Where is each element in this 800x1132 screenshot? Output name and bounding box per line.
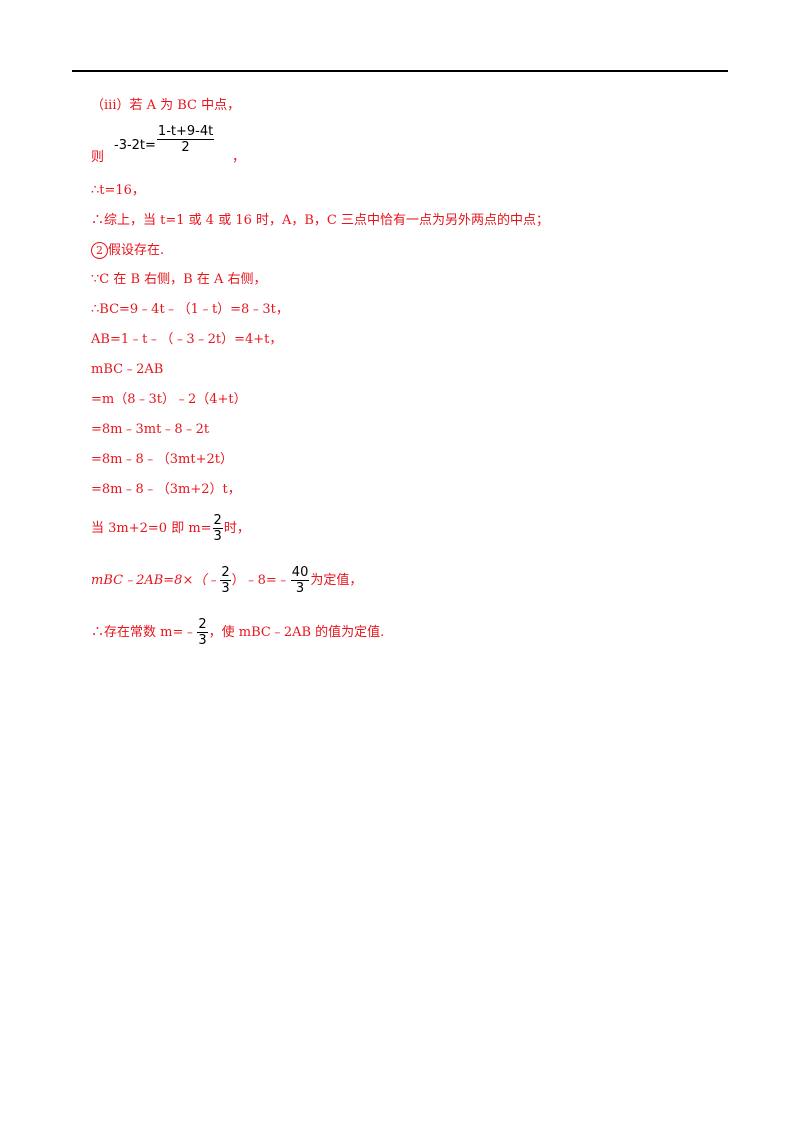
fraction-bar bbox=[220, 580, 231, 581]
case-iii-heading: （iii）若 A 为 BC 中点， bbox=[91, 98, 241, 113]
expand-line-3: =8m﹣8﹣（3mt+2t） bbox=[91, 452, 233, 467]
header-rule bbox=[72, 70, 728, 72]
because-line: ∵C 在 B 右侧，B 在 A 右侧， bbox=[91, 272, 267, 287]
final-suffix: ，使 mBC﹣2AB 的值为定值. bbox=[208, 625, 385, 640]
expand-line-2: =8m﹣3mt﹣8﹣2t bbox=[91, 422, 210, 437]
fraction-numerator: 2 bbox=[213, 513, 222, 528]
expand-line-1: =m（8﹣3t）﹣2（4+t） bbox=[91, 392, 247, 407]
result-t16: ∴t=16， bbox=[91, 183, 145, 198]
equation-lhs: -3-2t= bbox=[114, 138, 156, 153]
conclusion-line: ∴综上，当 t=1 或 4 或 16 时，A，B，C 三点中恰有一点为另外两点的… bbox=[91, 213, 550, 228]
final-prefix: ∴存在常数 m=﹣ bbox=[91, 625, 197, 640]
expand-line-4: =8m﹣8﹣（3m+2）t， bbox=[91, 482, 241, 497]
fraction-bar bbox=[156, 139, 215, 140]
equation-line-prefix: 则 bbox=[91, 150, 105, 165]
fraction-denominator: 3 bbox=[198, 633, 207, 648]
assume-text: 假设存在. bbox=[108, 243, 165, 258]
fraction-bar bbox=[212, 528, 223, 529]
fraction-denominator: 3 bbox=[213, 529, 222, 544]
ab-line: AB=1﹣t﹣（﹣3﹣2t）=4+t， bbox=[91, 332, 283, 347]
value-suffix: 为定值， bbox=[310, 573, 363, 588]
fraction-denominator: 2 bbox=[181, 140, 190, 155]
fraction-bar bbox=[290, 580, 310, 581]
fraction-numerator: 1-t+9-4t bbox=[157, 124, 214, 139]
when-suffix: 时， bbox=[223, 521, 250, 536]
expr-line: mBC﹣2AB bbox=[91, 362, 164, 377]
fraction-bar bbox=[197, 632, 208, 633]
circled-number: 2 bbox=[91, 242, 108, 259]
when-prefix: 当 3m+2=0 即 m= bbox=[91, 521, 212, 536]
fraction-numerator: 2 bbox=[198, 617, 207, 632]
fraction-numerator: 40 bbox=[291, 565, 309, 580]
fraction-denominator: 3 bbox=[221, 581, 230, 596]
bc-line: ∴BC=9﹣4t﹣（1﹣t）=8﹣3t， bbox=[91, 302, 289, 317]
equation-suffix: ， bbox=[232, 150, 246, 165]
fraction-numerator: 2 bbox=[221, 565, 230, 580]
value-middle: ）﹣8=﹣ bbox=[231, 573, 290, 588]
value-prefix: mBC﹣2AB=8×（﹣ bbox=[91, 573, 220, 588]
fraction-denominator: 3 bbox=[295, 581, 305, 596]
